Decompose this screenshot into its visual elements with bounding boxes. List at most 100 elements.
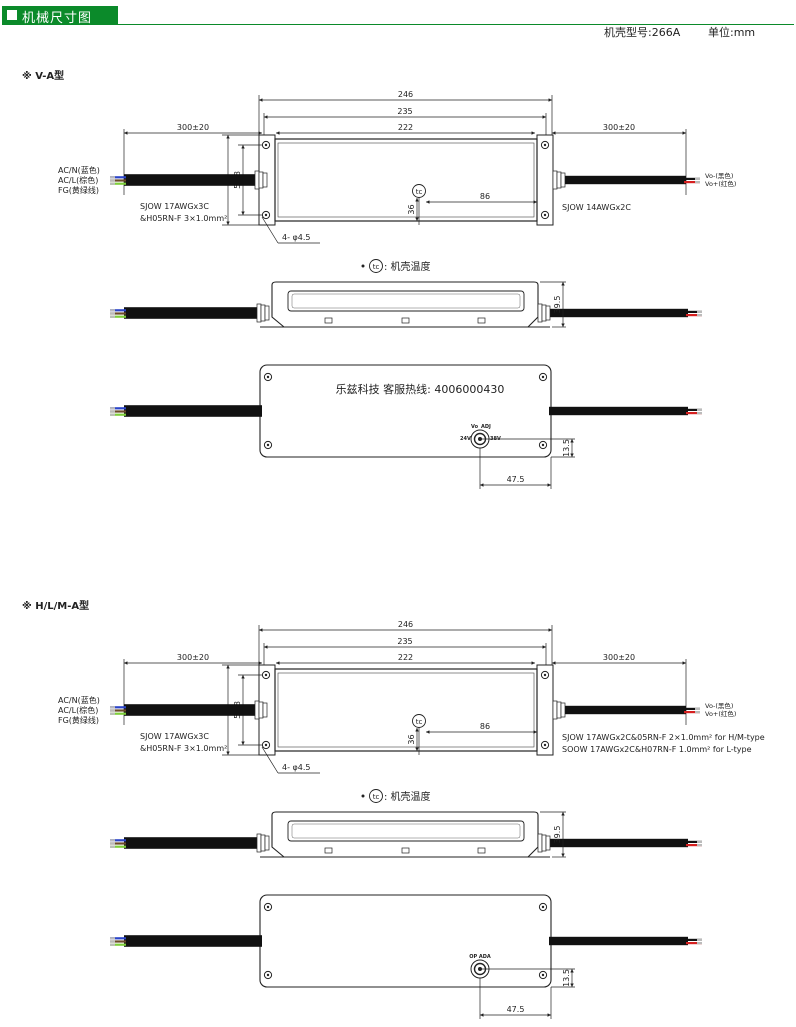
legend-bullet — [361, 264, 365, 268]
output-gland-side — [545, 835, 551, 851]
output-gland — [556, 701, 562, 719]
input-cable-conductor — [110, 712, 126, 715]
dim-output-cable-label: 300±20 — [603, 123, 635, 132]
side-vent-slot — [401, 317, 410, 324]
side-vent-slot — [324, 317, 333, 324]
output-gland — [552, 170, 558, 190]
input-cable-side-conductor — [110, 842, 126, 845]
input-cable-side-strip — [110, 309, 115, 312]
bottom-mount-hole-center — [541, 973, 545, 977]
input-cable-side-strip — [110, 312, 115, 315]
input-cable-bottom-conductor — [110, 407, 126, 410]
dim-tc-y-label: 36 — [407, 734, 416, 744]
output-cable-spec: SJOW 14AWGx2C — [562, 203, 631, 212]
input-cable-side-sheath — [124, 307, 258, 319]
input-cable-strip — [110, 176, 115, 179]
output-cable-side-conductor — [686, 840, 702, 843]
side-fin-inner — [291, 293, 521, 309]
input-cable-spec: SJOW 17AWGx3C — [140, 732, 209, 741]
input-cable-side-conductor — [110, 315, 126, 318]
bottom-mount-hole-center — [266, 375, 270, 379]
output-cable-conductor — [684, 707, 700, 710]
adj-label: OP ADA — [469, 954, 491, 960]
dim-input-cable-label: 300±20 — [177, 123, 209, 132]
dim-adj-offset-label: 13.5 — [562, 439, 571, 457]
dim-thickness-label: 39.5 — [553, 826, 562, 844]
case-body-top — [274, 668, 538, 752]
output-cable-side-conductor — [686, 844, 702, 847]
input-cable-bottom-strip — [110, 943, 115, 946]
output-cable-sheath — [553, 175, 686, 185]
dim-overall-label: 246 — [398, 620, 413, 629]
input-cable-strip — [110, 182, 115, 185]
dim-mount-label: 235 — [397, 637, 412, 646]
side-fin-inner — [291, 823, 521, 839]
mount-hole-center — [264, 213, 268, 217]
legend-tc-symbol: tc — [373, 793, 380, 801]
input-cable-conductor — [110, 709, 126, 712]
dim-body-label: 222 — [398, 123, 413, 132]
output-cable-side-strip — [697, 840, 702, 843]
dim-tc-x-label: 86 — [480, 192, 490, 201]
output-wire-label: Vo-(黑色) — [705, 701, 733, 710]
dim-tc-x-label: 86 — [480, 722, 490, 731]
output-cable-strip — [695, 707, 700, 710]
input-cable-bottom-conductor — [110, 943, 126, 946]
input-cable-conductor — [110, 176, 126, 179]
section-heading: ※ V-A型 — [22, 69, 64, 82]
output-wire-label: Vo+(红色) — [705, 179, 736, 188]
case-inner-outline — [277, 672, 535, 748]
input-cable-conductor — [110, 182, 126, 185]
case-body-bottom — [259, 894, 552, 988]
dim-adj-x-label: 47.5 — [507, 475, 525, 484]
input-gland-side — [264, 305, 270, 321]
input-cable-bottom-strip — [110, 940, 115, 943]
output-cable-conductor — [684, 177, 700, 180]
output-cable-bottom-conductor — [686, 938, 702, 941]
output-gland-side — [541, 304, 547, 322]
input-cable-side-conductor — [110, 312, 126, 315]
input-gland — [258, 701, 264, 719]
mount-hole-center — [264, 673, 268, 677]
bottom-mount-hole-center — [266, 905, 270, 909]
tc-marker-label: tc — [416, 718, 423, 726]
output-cable-strip — [695, 177, 700, 180]
output-cable-side-strip — [697, 314, 702, 317]
case-body-top — [274, 138, 538, 222]
input-gland — [262, 702, 268, 718]
input-wire-label: AC/N(蓝色) — [58, 695, 100, 705]
output-cable-spec: SJOW 17AWGx2C&05RN-F 2×1.0mm² for H/M-ty… — [562, 733, 765, 742]
tc-marker — [412, 714, 426, 728]
tc-legend-text: : 机壳温度 — [384, 260, 431, 273]
side-fin-panel — [287, 820, 525, 842]
mount-hole-center — [543, 743, 547, 747]
output-gland-side — [541, 834, 547, 852]
side-vent-slot — [477, 847, 486, 854]
input-cable-bottom-strip — [110, 937, 115, 940]
bottom-mount-hole-center — [541, 375, 545, 379]
dim-thickness-label: 39.5 — [553, 296, 562, 314]
output-cable-strip — [695, 181, 700, 184]
side-fin-panel — [287, 290, 525, 312]
input-cable-sheath — [124, 174, 256, 186]
input-cable-spec: SJOW 17AWGx3C — [140, 202, 209, 211]
input-gland — [258, 171, 264, 189]
case-model-label: 机壳型号:266A — [604, 25, 681, 39]
unit-label: 单位:mm — [708, 25, 755, 39]
output-cable-strip — [695, 711, 700, 714]
adj-label: ADJ — [481, 424, 491, 430]
dim-mount-label: 235 — [397, 107, 412, 116]
input-wire-label: AC/L(棕色) — [58, 705, 98, 715]
output-cable-bottom-strip — [697, 942, 702, 945]
dim-body-label: 222 — [398, 653, 413, 662]
section-title-badge: 机械尺寸图 — [2, 6, 118, 26]
dim-adj-offset-label: 13.5 — [562, 969, 571, 987]
input-wire-label: FG(黄绿线) — [58, 185, 99, 195]
input-cable-strip — [110, 709, 115, 712]
input-cable-side-conductor — [110, 309, 126, 312]
mount-hole-center — [543, 673, 547, 677]
dim-input-cable-label: 300±20 — [177, 653, 209, 662]
case-body-bottom — [259, 364, 552, 458]
input-cable-bottom-strip — [110, 413, 115, 416]
